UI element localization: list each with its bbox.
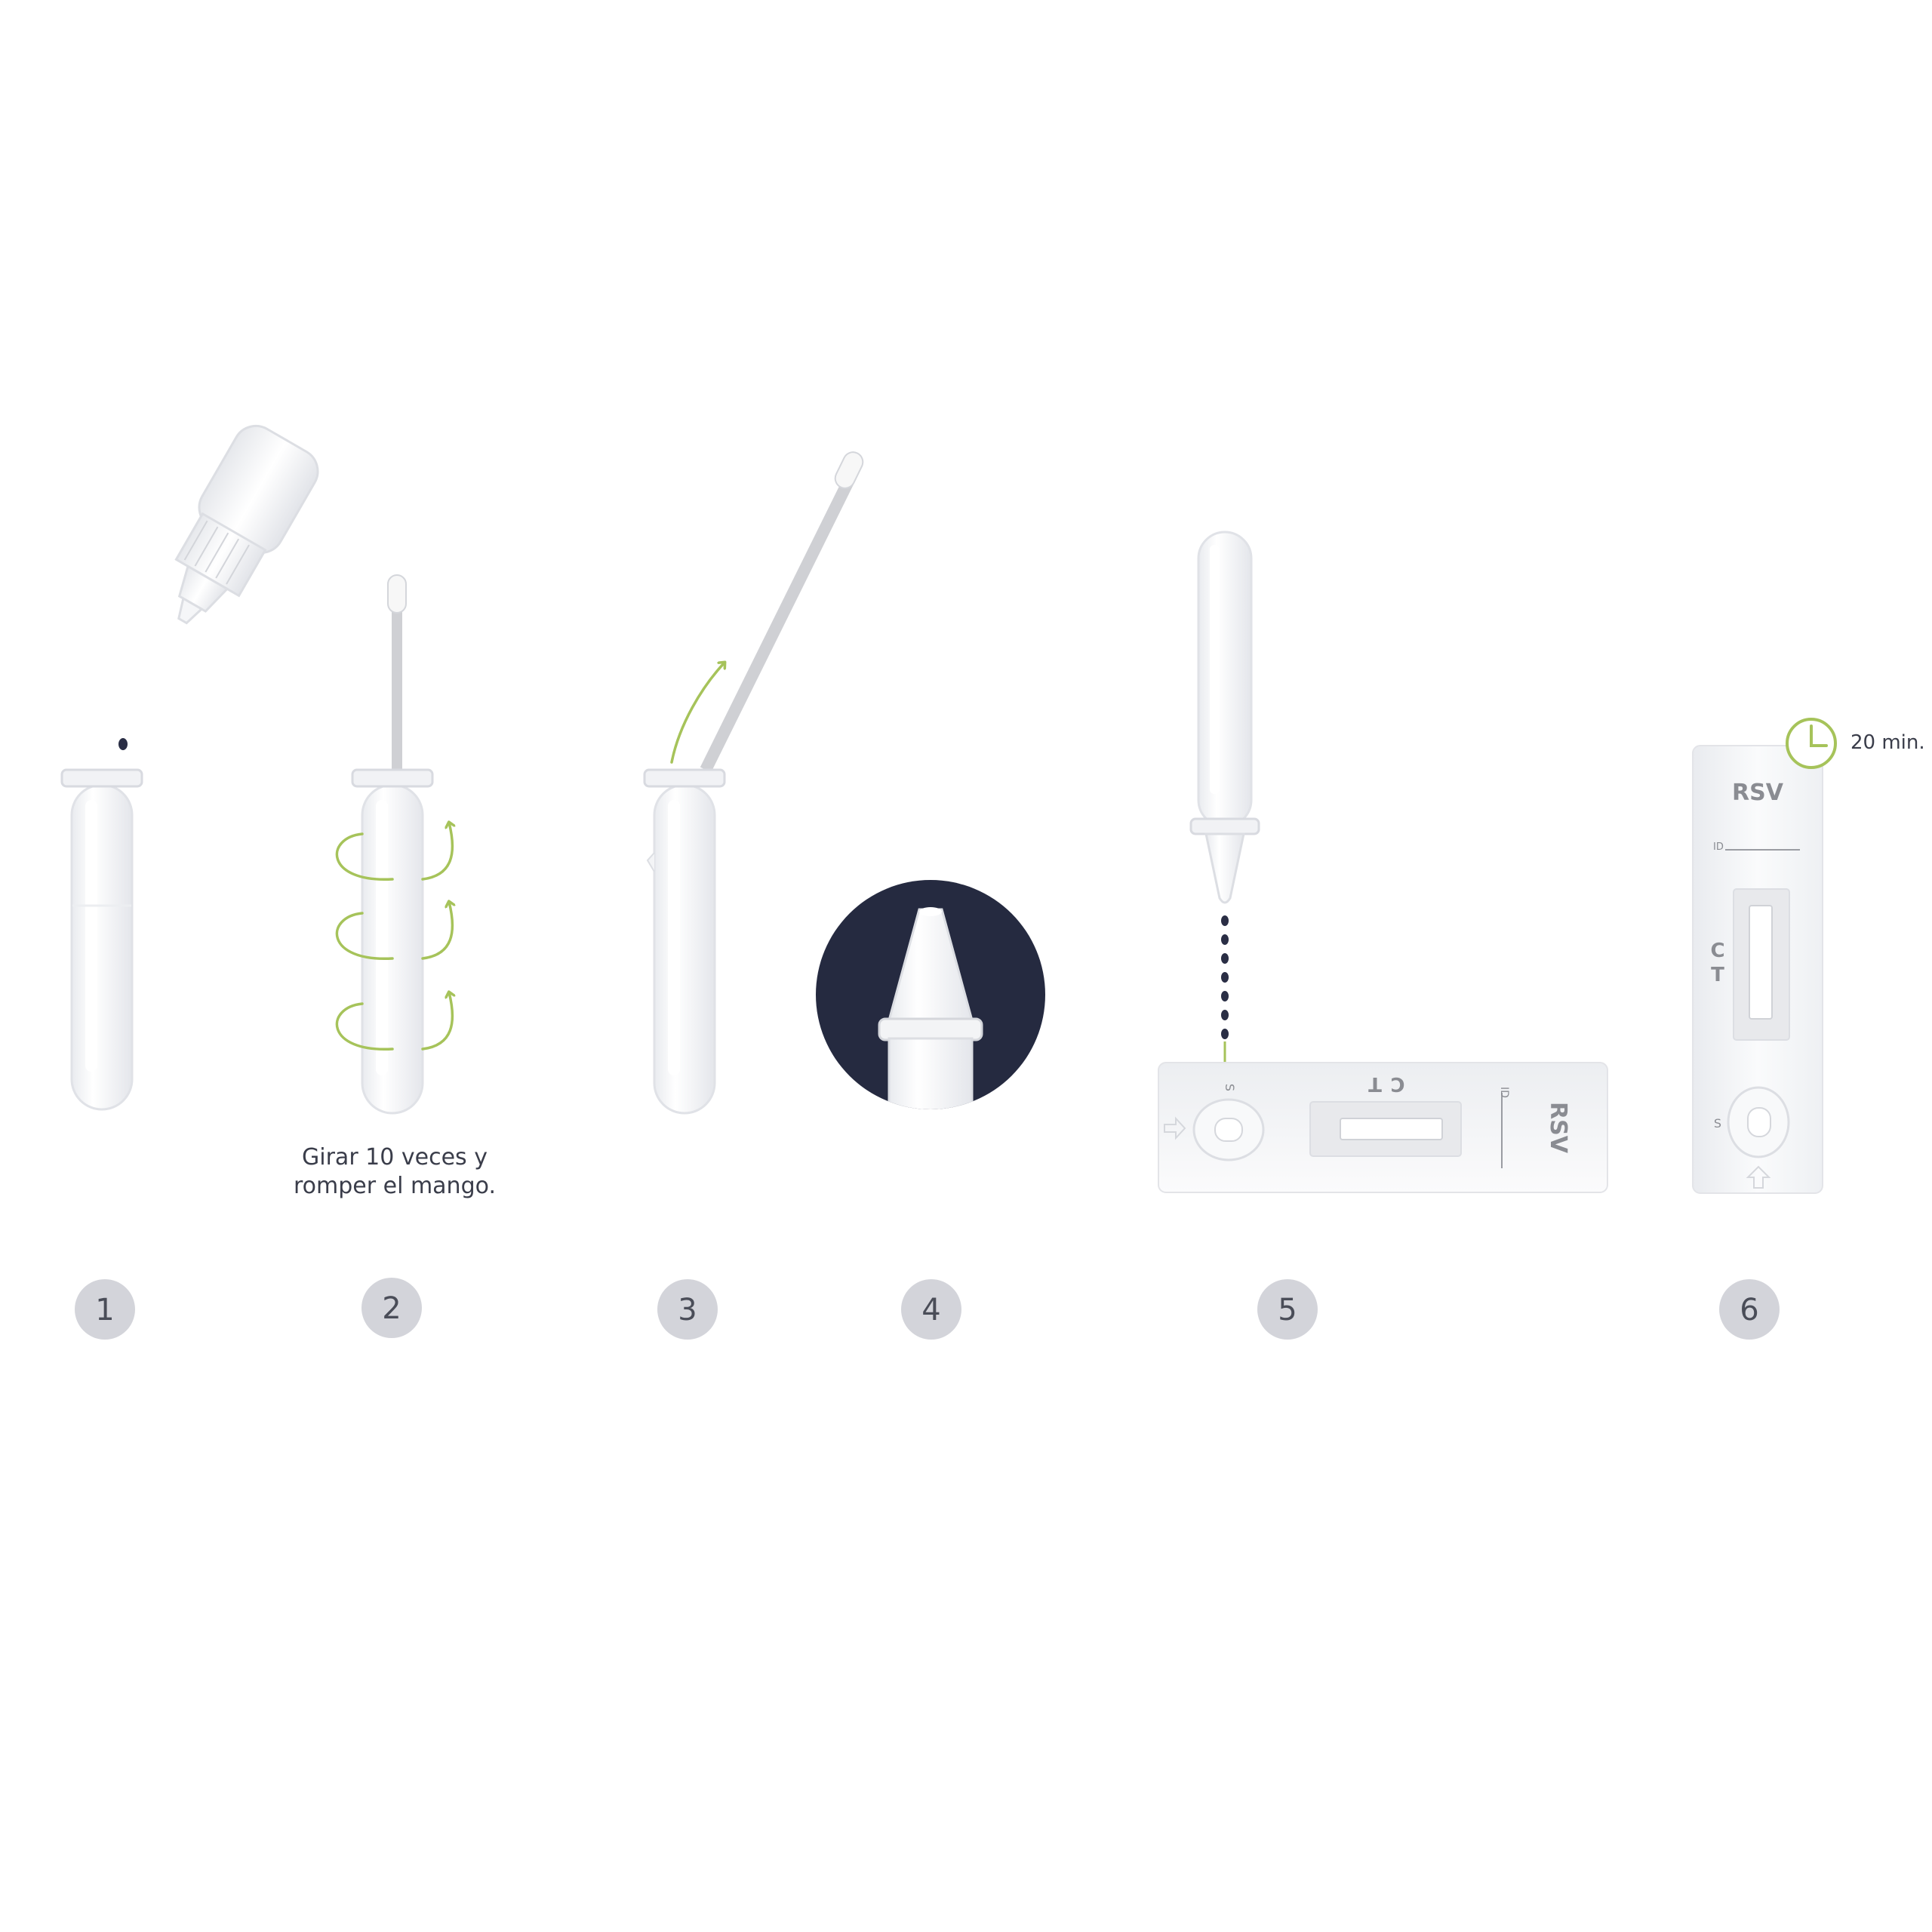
swab [387, 574, 407, 770]
dropper-bottle [174, 424, 319, 625]
test-tube [643, 768, 726, 1115]
pull-arrow-icon [670, 663, 724, 764]
rotation-arrows [335, 823, 452, 1051]
step-badge-1: 1 [75, 1279, 135, 1340]
step-6-illustration: RSV ID C T S 20 min. [1692, 718, 1925, 1194]
step-badge-3: 3 [657, 1279, 718, 1340]
marker-t: T [1711, 964, 1724, 986]
timer-text: 20 min. [1850, 731, 1925, 754]
cassette-label: RSV [1732, 780, 1784, 806]
svg-text:3: 3 [678, 1293, 697, 1327]
test-tube [351, 768, 434, 1115]
svg-text:1: 1 [95, 1293, 114, 1327]
marker-id: ID [1713, 841, 1724, 853]
marker-c: C [1390, 1072, 1404, 1095]
svg-text:4: 4 [921, 1293, 940, 1327]
flow-arrow-icon [1164, 1116, 1186, 1140]
step-2-illustration: Girar 10 veces y romper el mango. [294, 574, 496, 1199]
marker-s: S [1714, 1116, 1721, 1131]
step-2-caption-line-2: romper el mango. [294, 1173, 496, 1199]
dropper-tip-closeup [878, 907, 983, 1109]
svg-text:2: 2 [382, 1291, 401, 1326]
sample-drops [1221, 915, 1229, 1039]
step-badge-6: 6 [1719, 1279, 1780, 1340]
marker-id: ID [1498, 1087, 1510, 1098]
reagent-drop [118, 738, 128, 750]
swab-broken [700, 451, 864, 773]
step-2-caption-line-1: Girar 10 veces y [302, 1144, 488, 1171]
step-badge-4: 4 [901, 1279, 961, 1340]
test-cassette-horizontal: S C T ID RSV [1158, 1062, 1608, 1193]
step-5-illustration: S C T ID RSV [1158, 531, 1608, 1193]
step-3-illustration [643, 451, 864, 1115]
test-cassette-vertical: RSV ID C T S [1692, 745, 1823, 1194]
cassette-label: RSV [1545, 1102, 1571, 1154]
svg-text:5: 5 [1278, 1293, 1297, 1327]
marker-c: C [1710, 940, 1724, 962]
marker-t: T [1368, 1072, 1382, 1095]
marker-s: S [1223, 1084, 1237, 1091]
step-badge-5: 5 [1257, 1279, 1318, 1340]
test-tube [60, 768, 143, 1111]
svg-text:6: 6 [1740, 1293, 1758, 1327]
clock-icon [1786, 718, 1837, 769]
step-1-illustration [60, 424, 319, 1111]
dropper-tube [1189, 531, 1260, 904]
flow-arrow-icon [1746, 1165, 1771, 1189]
step-badge-2: 2 [361, 1278, 422, 1338]
step-4-illustration [816, 880, 1045, 1109]
